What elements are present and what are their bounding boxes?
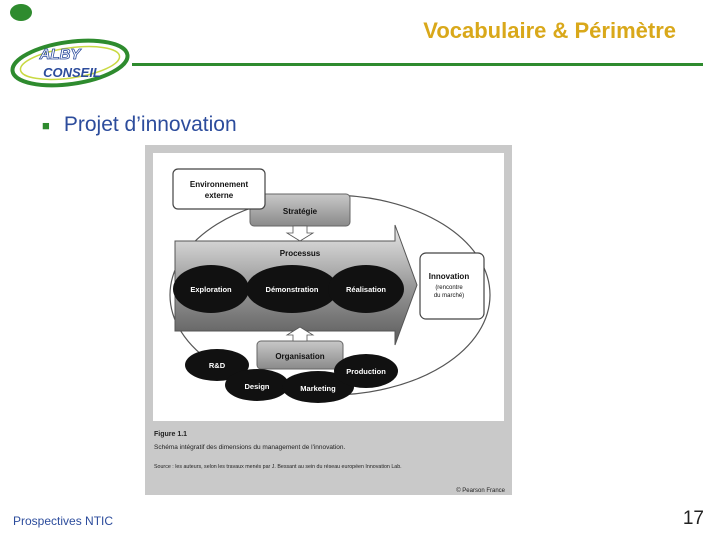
strategy-label: Stratégie	[283, 207, 318, 216]
environment-box	[172, 168, 266, 210]
exploration-label: Exploration	[190, 285, 232, 294]
demonstration-node	[246, 265, 338, 313]
marketing-node	[282, 371, 354, 403]
demonstration-label: Démonstration	[266, 285, 319, 294]
bullet-item: ■ Projet d’innovation	[42, 113, 237, 137]
realisation-node	[328, 265, 404, 313]
organisation-up-arrow	[285, 326, 315, 342]
organisation-label: Organisation	[275, 352, 324, 361]
environment-label-line1: Environnement	[190, 180, 249, 189]
figure-source: Source : les auteurs, selon les travaux …	[154, 464, 402, 470]
innovation-box	[419, 252, 485, 320]
marketing-label: Marketing	[300, 384, 336, 393]
realisation-label: Réalisation	[346, 285, 386, 294]
green-dot-decoration	[10, 4, 32, 21]
logo-text-conseil: CONSEIL	[43, 65, 101, 80]
title-divider	[132, 63, 703, 66]
logo-text-alby: ALBY	[39, 46, 83, 63]
square-bullet-icon: ■	[42, 117, 50, 133]
rd-node	[185, 349, 249, 381]
strategy-down-arrow	[285, 225, 315, 242]
footer-text: Prospectives NTIC	[13, 514, 114, 528]
production-label: Production	[346, 367, 386, 376]
innovation-note-line2: du marché)	[434, 293, 464, 299]
alby-conseil-logo: ALBY CONSEIL	[10, 38, 130, 88]
design-label: Design	[244, 382, 269, 391]
figure-caption-label: Figure 1.1	[154, 431, 187, 438]
rd-label: R&D	[209, 361, 226, 370]
figure-copyright: © Pearson France	[456, 487, 505, 494]
innovation-management-diagram: Environnement externe Stratégie Processu…	[145, 145, 512, 495]
production-node	[334, 354, 398, 388]
environment-label-line2: externe	[205, 191, 234, 200]
innovation-note-line1: (rencontre	[435, 285, 463, 291]
figure-caption-text: Schéma intégratif des dimensions du mana…	[154, 444, 345, 451]
page-number: 17	[682, 508, 704, 529]
process-label: Processus	[280, 249, 321, 258]
slide-title: Vocabulaire & Périmètre	[423, 18, 676, 43]
design-node	[225, 369, 289, 401]
bullet-text: Projet d’innovation	[63, 113, 237, 136]
exploration-node	[173, 265, 249, 313]
innovation-label: Innovation	[429, 272, 470, 281]
